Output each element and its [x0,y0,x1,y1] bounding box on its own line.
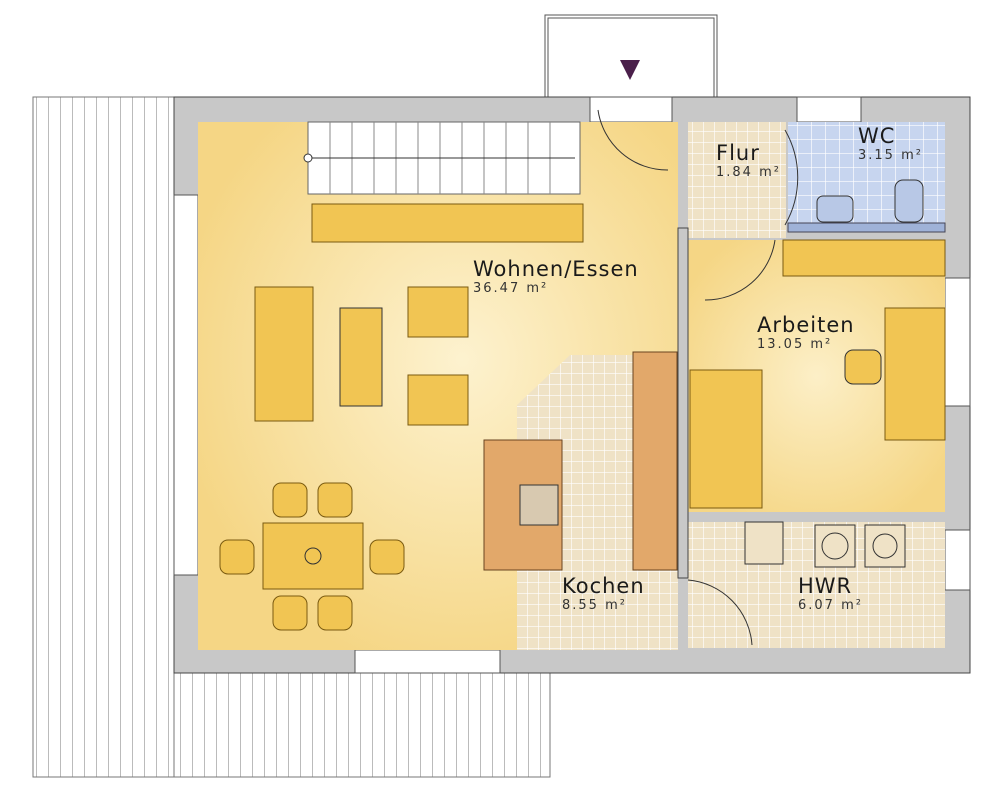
room-wohnen: Wohnen/Essen 36.47 m² [473,257,639,296]
room-flur: Flur 1.84 m² [716,141,781,180]
desk [884,307,946,441]
room-kochen: Kochen 8.55 m² [562,574,645,613]
entrance-arrow-icon [620,60,640,80]
room-area: 13.05 m² [757,337,833,352]
dining-table [262,522,364,590]
sink [816,195,854,223]
room-name: HWR [798,574,853,598]
room-flur-floor [688,122,786,238]
room-name: Flur [716,141,760,165]
bed [689,369,763,509]
staircase [303,121,581,195]
room-area: 8.55 m² [562,598,627,613]
entrance-canopy [544,14,718,98]
coffee-table [339,307,383,407]
room-name: Kochen [562,574,645,598]
armchair [407,374,469,426]
doors [597,109,799,646]
toilet [894,179,924,223]
room-area: 3.15 m² [858,148,923,163]
wardrobe [782,239,946,277]
room-area: 6.07 m² [798,598,863,613]
terrace-bottom [173,672,551,778]
room-hwr: HWR 6.07 m² [798,574,863,613]
sideboard [311,203,584,243]
dining-chairs [219,482,405,631]
kitchen-counter [632,351,678,571]
room-name: WC [858,124,896,148]
terrace-left [32,96,175,778]
sofa [254,286,314,422]
room-area: 1.84 m² [716,165,781,180]
armchair [407,286,469,338]
washer [744,521,784,565]
room-name: Arbeiten [757,313,855,337]
room-area: 36.47 m² [473,281,549,296]
room-wc: WC 3.15 m² [858,124,923,163]
dryer [814,524,856,568]
room-arbeiten: Arbeiten 13.05 m² [757,313,855,352]
room-name: Wohnen/Essen [473,257,639,281]
office-chair [844,349,882,385]
boiler [864,524,906,568]
